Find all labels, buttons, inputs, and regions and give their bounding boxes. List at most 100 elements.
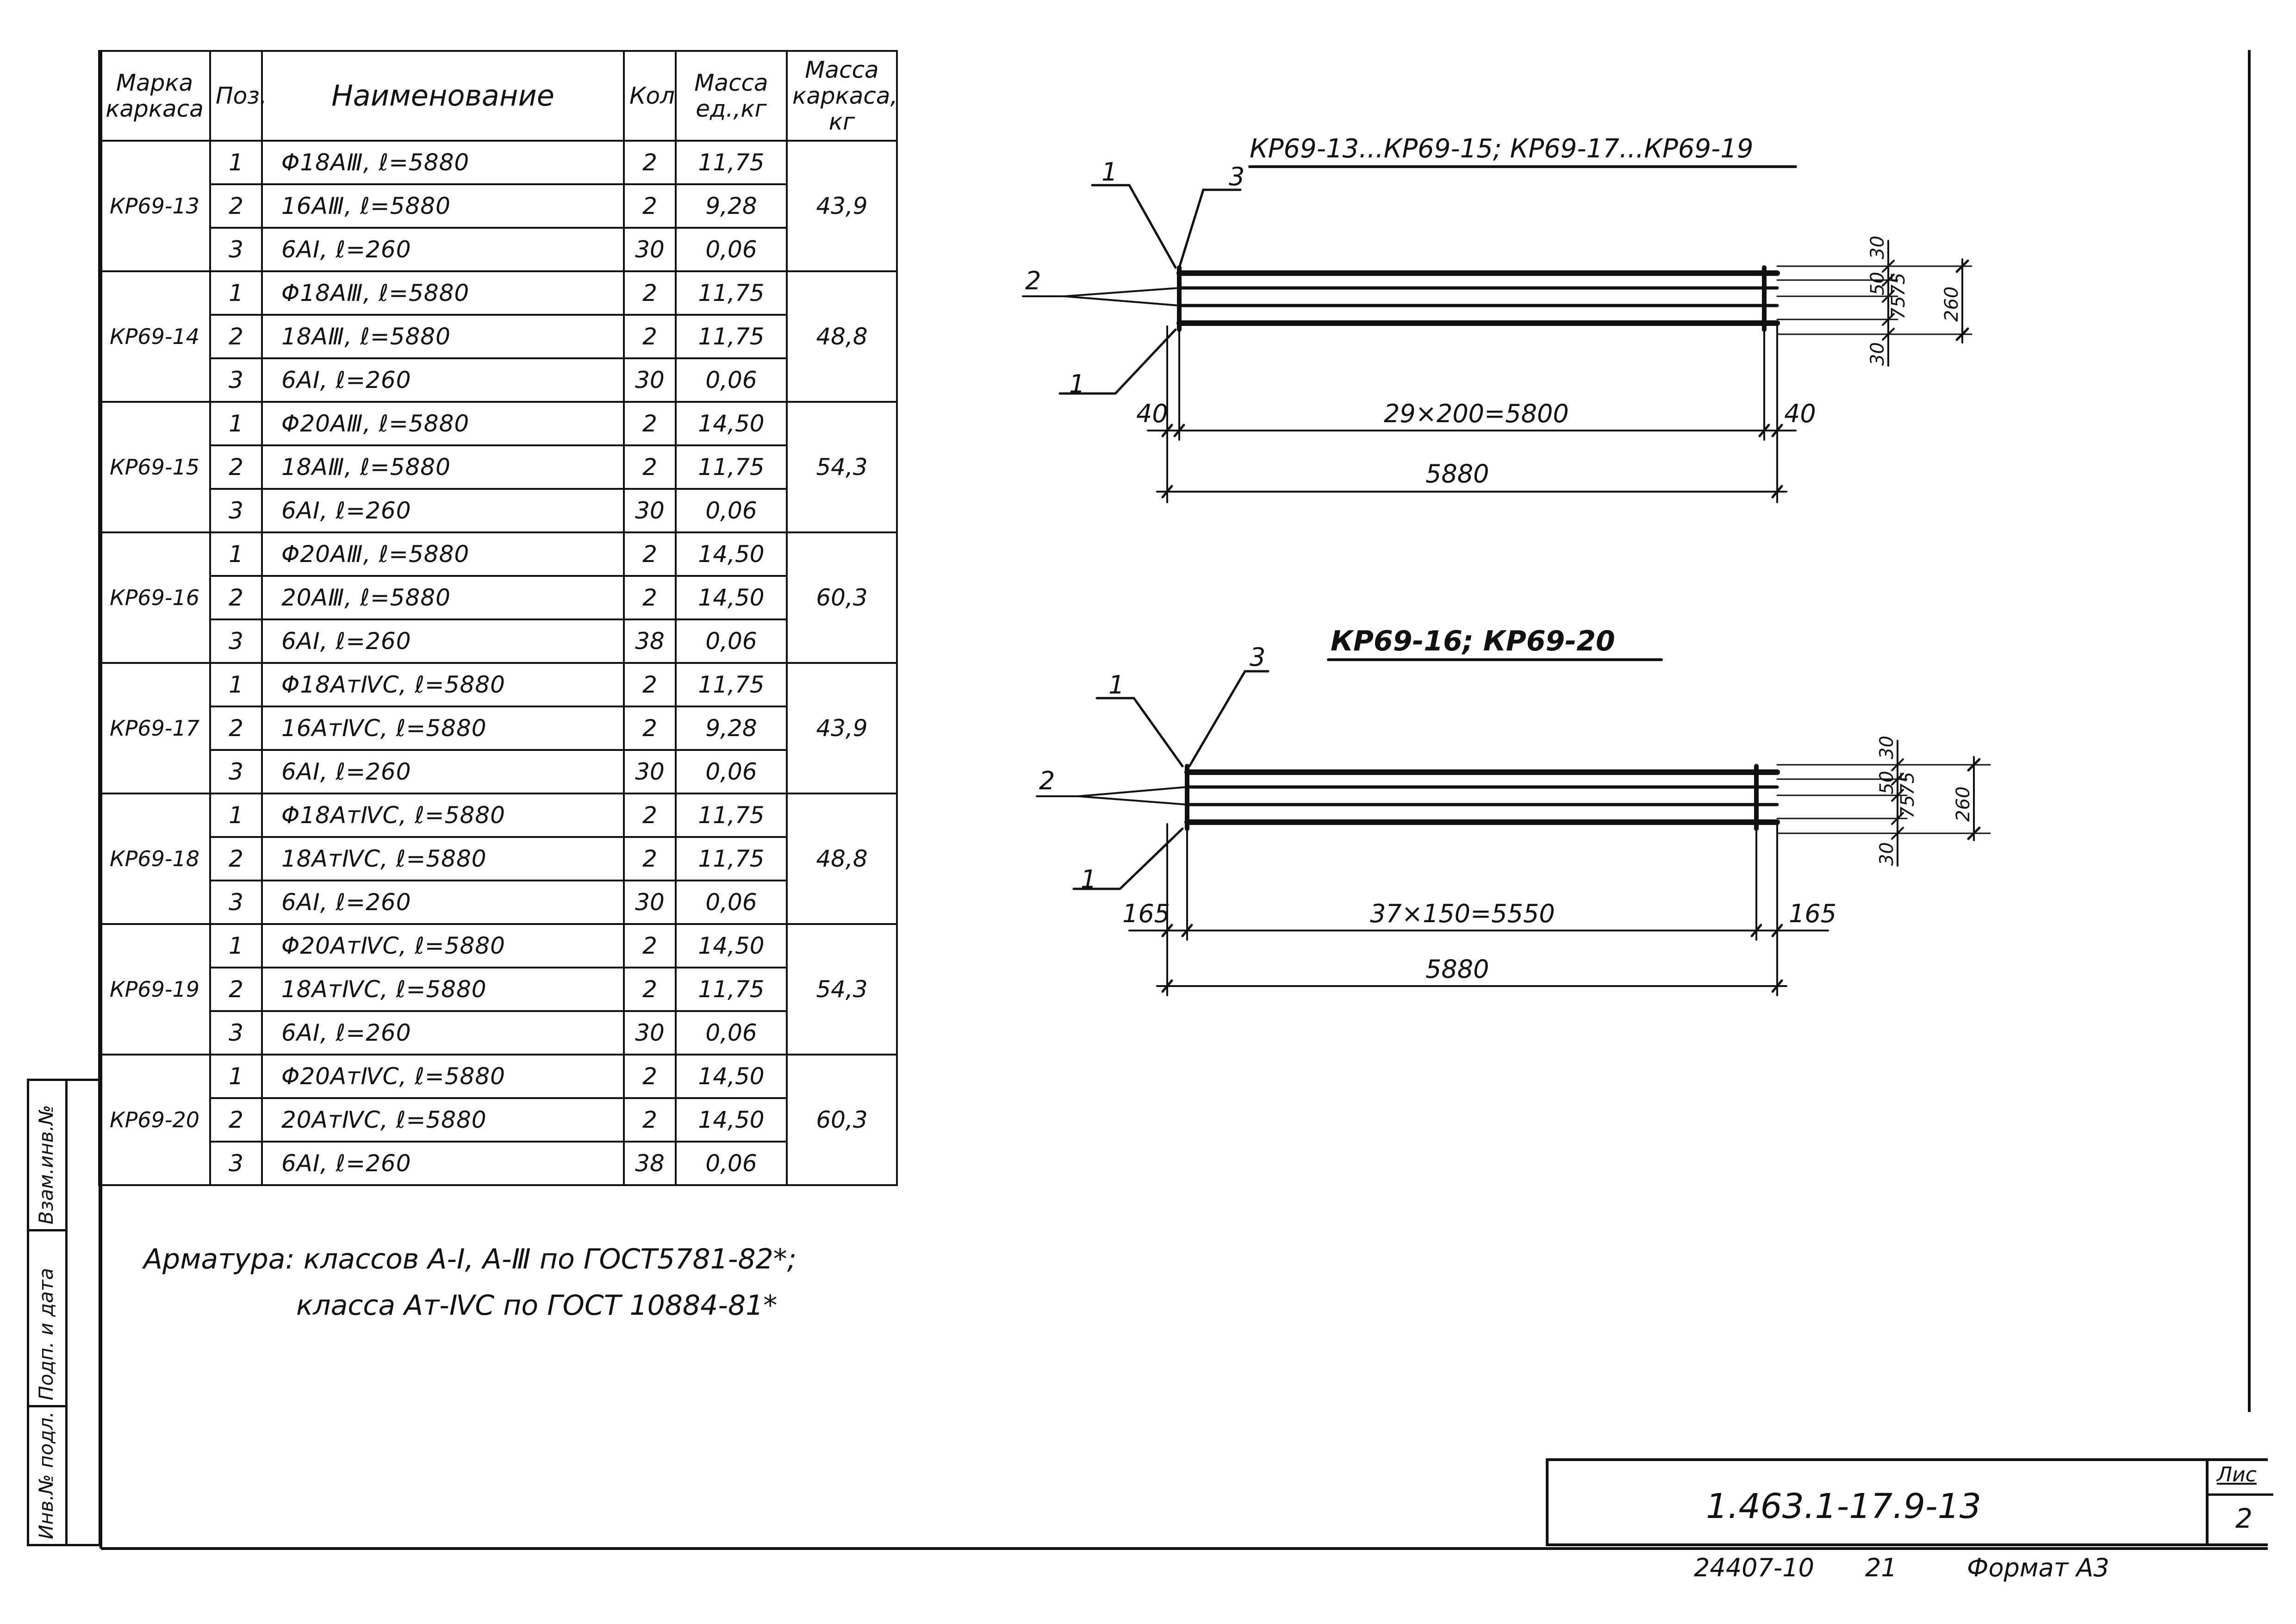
- drawing1-dim-v-bottom: 30: [1867, 342, 1888, 366]
- drawing1-dim-left: 40: [1136, 399, 1168, 428]
- cell-position: 3: [209, 618, 263, 664]
- cell-unit-mass: 0,06: [675, 488, 788, 533]
- drawing2-dim-v-top: 30: [1876, 736, 1898, 759]
- cell-position: 1: [209, 923, 263, 968]
- cell-name: Φ18AтⅣC, ℓ=5880: [261, 793, 625, 838]
- title-block: 1.463.1-17.9-13 Лис 2: [1546, 1458, 2273, 1546]
- cell-name: 18AⅢ, ℓ=5880: [261, 444, 625, 490]
- cell-frame-mass: 60,3: [786, 1054, 898, 1186]
- cell-unit-mass: 0,06: [675, 357, 788, 403]
- cell-unit-mass: 11,75: [675, 140, 788, 185]
- cell-name: 20AⅢ, ℓ=5880: [261, 575, 625, 620]
- cell-frame-mark: КР69-13: [98, 140, 211, 272]
- cell-unit-mass: 0,06: [675, 1010, 788, 1056]
- cell-quantity: 30: [623, 880, 677, 925]
- cell-quantity: 30: [623, 488, 677, 533]
- cell-frame-mass: 43,9: [786, 662, 898, 794]
- cell-quantity: 2: [623, 270, 677, 316]
- cell-frame-mass: 54,3: [786, 923, 898, 1056]
- cell-position: 2: [209, 444, 263, 490]
- cell-name: 6AⅠ, ℓ=260: [261, 880, 625, 925]
- cell-position: 2: [209, 314, 263, 359]
- sheet-number-cell: Лис 2: [2206, 1461, 2273, 1546]
- cell-quantity: 2: [623, 923, 677, 968]
- cell-frame-mass: 60,3: [786, 531, 898, 664]
- drawing2-dim-v-50: 50: [1876, 771, 1898, 794]
- cell-position: 2: [209, 1097, 263, 1143]
- side-label-podp-data: Подп. и дата: [35, 1268, 57, 1400]
- drawing2-title: КР69-16; КР69-20: [1331, 625, 1615, 657]
- cell-frame-mark: КР69-17: [98, 662, 211, 794]
- cell-position: 3: [209, 1010, 263, 1056]
- drawing1-dim-total: 5880: [1425, 459, 1489, 488]
- drawing1-dim-v-75b: 75: [1888, 296, 1909, 319]
- drawing1-leader-3: [1178, 188, 1242, 269]
- drawing1-label-1-bottom: 1: [1069, 369, 1085, 399]
- document-code: 1.463.1-17.9-13: [1706, 1487, 1981, 1526]
- drawing1-label-3: 3: [1229, 162, 1244, 191]
- drawing2-label-1-bottom: 1: [1081, 865, 1096, 894]
- cell-name: 16AтⅣC, ℓ=5880: [261, 706, 625, 751]
- cell-unit-mass: 14,50: [675, 531, 788, 577]
- cell-position: 1: [209, 662, 263, 707]
- notes-line-1: Арматура: классов А-Ⅰ, А-Ⅲ по ГОСТ5781-8…: [143, 1243, 797, 1275]
- cell-quantity: 2: [623, 531, 677, 577]
- cell-frame-mark: КР69-14: [98, 270, 211, 403]
- drawing2-dim-v-75b: 75: [1897, 795, 1918, 818]
- cell-unit-mass: 9,28: [675, 706, 788, 751]
- footer-copy: 21: [1865, 1553, 1897, 1582]
- drawing1-leader-1-top: [1091, 184, 1177, 269]
- cell-name: 18AⅢ, ℓ=5880: [261, 314, 625, 359]
- cell-quantity: 30: [623, 357, 677, 403]
- header-frame-mass: Масса каркаса, кг: [786, 50, 898, 142]
- drawing2-dim-left: 165: [1122, 899, 1170, 928]
- cell-position: 1: [209, 270, 263, 316]
- cell-unit-mass: 0,06: [675, 618, 788, 664]
- cell-name: Φ20AⅢ, ℓ=5880: [261, 531, 625, 577]
- header-unit-mass: Масса ед.,кг: [675, 50, 788, 142]
- drawing2-leader-1-bottom: [1072, 827, 1184, 890]
- cell-frame-mark: КР69-20: [98, 1054, 211, 1186]
- cell-position: 3: [209, 227, 263, 272]
- drawing2-dim-total: 5880: [1425, 955, 1489, 984]
- drawing2-label-1-top: 1: [1108, 670, 1124, 700]
- cell-name: Φ20AⅢ, ℓ=5880: [261, 401, 625, 446]
- cell-position: 1: [209, 140, 263, 185]
- cell-quantity: 2: [623, 836, 677, 881]
- cell-position: 1: [209, 793, 263, 838]
- cell-quantity: 2: [623, 140, 677, 185]
- cell-frame-mark: КР69-18: [98, 793, 211, 925]
- cell-unit-mass: 14,50: [675, 575, 788, 620]
- cell-position: 3: [209, 880, 263, 925]
- cell-quantity: 2: [623, 401, 677, 446]
- cell-quantity: 2: [623, 706, 677, 751]
- cell-quantity: 2: [623, 1097, 677, 1143]
- cell-quantity: 38: [623, 1141, 677, 1186]
- cell-unit-mass: 11,75: [675, 967, 788, 1012]
- cell-name: Φ18AⅢ, ℓ=5880: [261, 140, 625, 185]
- cell-unit-mass: 11,75: [675, 662, 788, 707]
- cell-unit-mass: 14,50: [675, 1097, 788, 1143]
- cell-frame-mark: КР69-15: [98, 401, 211, 533]
- specification-table: Марка каркаса Поз. Наименование Кол Масс…: [98, 50, 898, 1186]
- cell-name: 6AⅠ, ℓ=260: [261, 618, 625, 664]
- cell-position: 3: [209, 357, 263, 403]
- cell-frame-mass: 48,8: [786, 793, 898, 925]
- cell-name: 20AтⅣC, ℓ=5880: [261, 1097, 625, 1143]
- cell-position: 2: [209, 183, 263, 229]
- cell-quantity: 2: [623, 183, 677, 229]
- cell-position: 3: [209, 1141, 263, 1186]
